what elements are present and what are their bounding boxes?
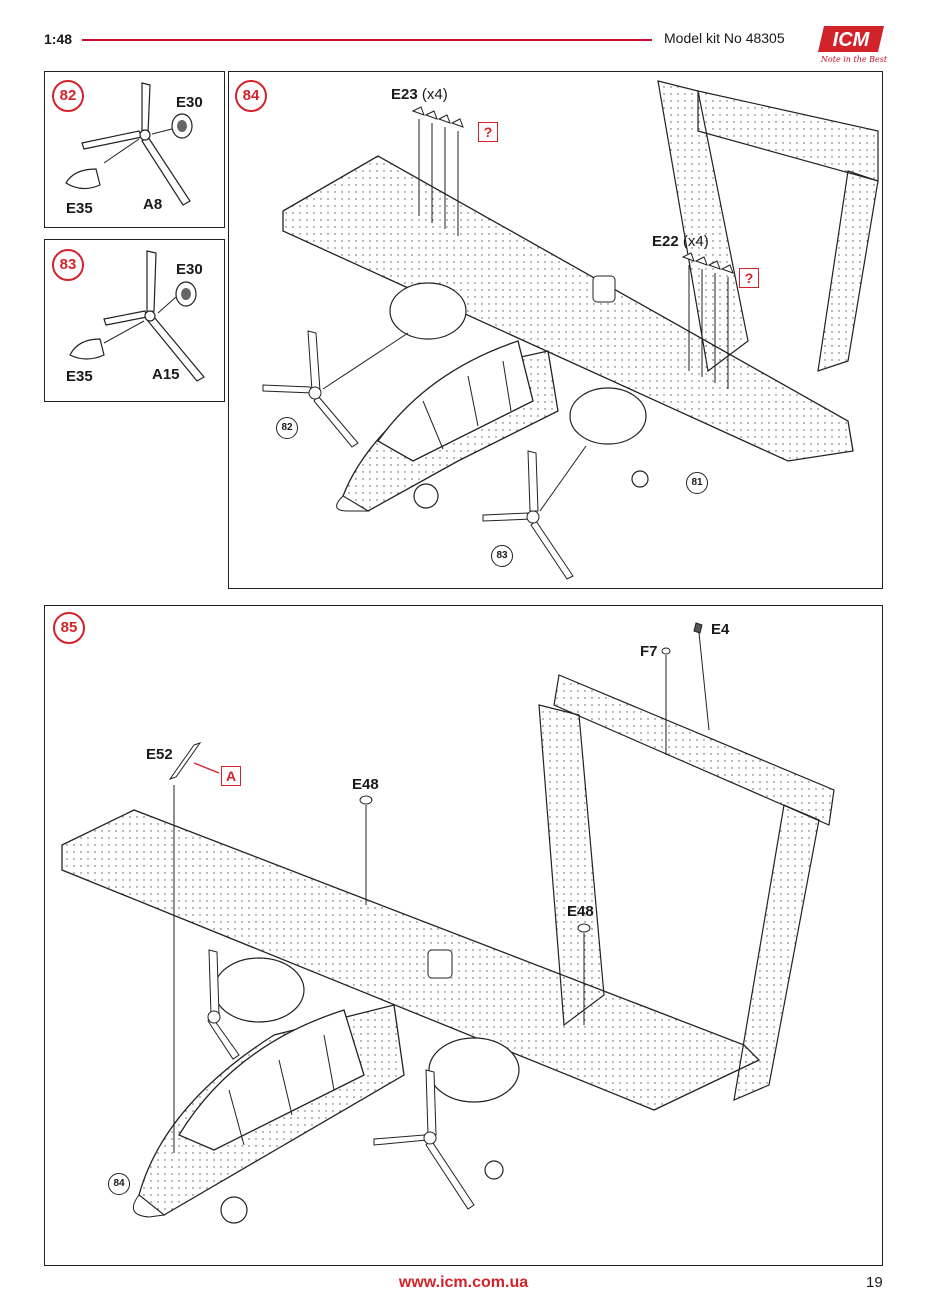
icm-logo: ICM — [818, 22, 888, 66]
part-a15-label: A15 — [152, 366, 180, 383]
logo-tagline: Note in the Best — [820, 55, 888, 64]
part-e35-label: E35 — [66, 368, 93, 385]
part-e35-label: E35 — [66, 200, 93, 217]
part-f7-label: F7 — [640, 643, 658, 660]
page-number: 19 — [866, 1274, 883, 1291]
part-e48-label: E48 — [567, 903, 594, 920]
step-84-aircraft-drawing — [262, 80, 879, 580]
part-e52-label: E52 — [146, 746, 173, 763]
logo-text: ICM — [833, 29, 871, 51]
footer-url[interactable]: www.icm.com.ua — [398, 1274, 529, 1291]
option-mark-e22: ? — [739, 268, 759, 288]
scale-label: 1:48 — [44, 31, 73, 47]
part-e23-label: E23 (x4) — [391, 86, 448, 103]
option-mark-e23: ? — [478, 122, 498, 142]
step-83-propeller-drawing — [69, 250, 205, 382]
kit-number: Model kit No 48305 — [664, 30, 785, 46]
part-e48-label: E48 — [352, 776, 379, 793]
part-e22-label: E22 (x4) — [652, 233, 709, 250]
step-82-propeller-drawing — [65, 82, 193, 206]
part-e30-label: E30 — [176, 94, 203, 111]
step-84-badge: 84 — [235, 80, 267, 112]
ref-step-81: 81 — [686, 472, 708, 494]
part-e22-qty: (x4) — [682, 233, 709, 250]
part-e22-code: E22 — [652, 233, 679, 250]
step-85-badge: 85 — [53, 612, 85, 644]
option-mark-a: A — [221, 766, 241, 786]
step-85-aircraft-drawing — [61, 622, 835, 1224]
step-83-badge: 83 — [52, 249, 84, 281]
ref-step-83: 83 — [491, 545, 513, 567]
part-e23-qty: (x4) — [421, 86, 448, 103]
part-a8-label: A8 — [143, 196, 163, 213]
part-e4-label: E4 — [711, 621, 730, 638]
header-rule — [82, 39, 652, 41]
part-e30-label: E30 — [176, 261, 203, 278]
ref-step-82: 82 — [276, 417, 298, 439]
step-82-badge: 82 — [52, 80, 84, 112]
icm-logo-shape: ICM — [818, 26, 884, 52]
ref-step-84: 84 — [108, 1173, 130, 1195]
part-e23-code: E23 — [391, 86, 418, 103]
